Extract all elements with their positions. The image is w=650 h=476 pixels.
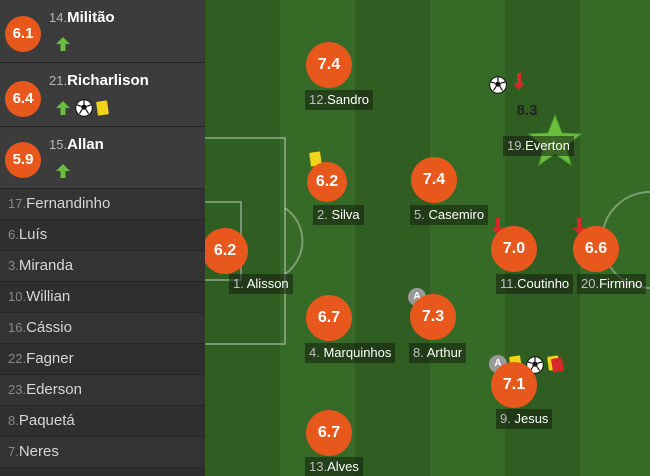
substitute-row-militao[interactable]: 6.1 14.Militão	[0, 0, 205, 63]
rating-badge: 7.3	[410, 294, 456, 340]
player-label: 19.Everton	[503, 136, 574, 156]
rating-badge: 6.4	[5, 81, 41, 117]
rating-badge: 6.7	[306, 410, 352, 456]
goal-ball-icon	[75, 99, 93, 117]
bench-player[interactable]: 17.Fernandinho	[0, 189, 205, 220]
bench-player[interactable]: 10.Willian	[0, 282, 205, 313]
player-label: 2. Silva	[313, 205, 364, 225]
player-name: Militão	[67, 9, 115, 26]
bench-player[interactable]: 22.Fagner	[0, 344, 205, 375]
player-name: Neres	[18, 443, 59, 460]
rating-badge: 6.6	[573, 226, 619, 272]
rating-badge: 6.2	[307, 162, 347, 202]
sub-on-arrow-icon	[56, 37, 70, 51]
rating-badge: 5.9	[5, 142, 41, 178]
rating-badge: 7.0	[491, 226, 537, 272]
player-name: Ederson	[26, 381, 82, 398]
rating-badge: 7.1	[491, 362, 537, 408]
player-number: 17.	[8, 196, 27, 211]
bench-player[interactable]: 8.Paquetá	[0, 406, 205, 437]
player-number-name: 21.Richarlison	[49, 72, 149, 89]
pitch: 6.2 1. Alisson 7.4 12.Sandro 6.2 2. Silv…	[205, 0, 650, 476]
player-number: 21.	[49, 73, 68, 88]
player-label: 8. Arthur	[409, 343, 467, 363]
player-number: 3.	[8, 258, 19, 273]
player-label: 12.Sandro	[305, 90, 373, 110]
sub-on-arrow-icon	[56, 164, 70, 178]
bench-player[interactable]: 23.Ederson	[0, 375, 205, 406]
goal-ball-icon	[489, 76, 507, 94]
rating-badge: 8.3	[516, 102, 538, 119]
substitute-row-allan[interactable]: 5.9 15.Allan	[0, 127, 205, 189]
player-number: 8.	[8, 413, 19, 428]
event-icons	[55, 99, 109, 117]
player-name: Paquetá	[18, 412, 75, 429]
player-label: 5. Casemiro	[410, 205, 489, 225]
player-name: Fernandinho	[26, 195, 111, 212]
yellow-card-icon	[96, 100, 109, 116]
rating-badge: 7.4	[306, 42, 352, 88]
player-number-name: 14.Militão	[49, 9, 115, 26]
player-name: Richarlison	[67, 72, 149, 89]
player-number: 14.	[49, 10, 68, 25]
event-icons	[55, 163, 71, 179]
player-number-name: 15.Allan	[49, 136, 104, 153]
player-number: 6.	[8, 227, 19, 242]
player-name: Fagner	[26, 350, 74, 367]
player-number: 16.	[8, 320, 27, 335]
bench-player[interactable]: 3.Miranda	[0, 251, 205, 282]
player-name: Willian	[26, 288, 71, 305]
player-name: Cássio	[26, 319, 72, 336]
sub-off-arrow-icon	[513, 73, 525, 90]
player-number: 23.	[8, 382, 27, 397]
rating-badge: 6.1	[5, 16, 41, 52]
rating-badge: 6.2	[205, 228, 248, 274]
player-label: 11.Coutinho	[496, 274, 574, 294]
player-name: Miranda	[18, 257, 74, 274]
player-label: 13.Alves	[305, 457, 363, 476]
player-label: 20.Firmino	[577, 274, 647, 294]
player-label: 9. Jesus	[496, 409, 553, 429]
substitutes-panel: 6.1 14.Militão 6.4 21.Richarlison 5.9 15…	[0, 0, 205, 476]
sub-on-arrow-icon	[56, 101, 70, 115]
bench-player[interactable]: 7.Neres	[0, 437, 205, 468]
rating-badge: 7.4	[411, 157, 457, 203]
player-number: 10.	[8, 289, 27, 304]
substitute-row-richarlison[interactable]: 6.4 21.Richarlison	[0, 63, 205, 127]
player-number: 15.	[49, 137, 68, 152]
player-label: 4. Marquinhos	[305, 343, 396, 363]
player-number: 22.	[8, 351, 27, 366]
player-name: Allan	[67, 136, 104, 153]
rating-badge: 6.7	[306, 295, 352, 341]
event-icons	[55, 36, 71, 52]
bench-player[interactable]: 16.Cássio	[0, 313, 205, 344]
player-label: 1. Alisson	[229, 274, 293, 294]
player-name: Luís	[18, 226, 48, 243]
bench-player[interactable]: 6.Luís	[0, 220, 205, 251]
player-number: 7.	[8, 444, 19, 459]
